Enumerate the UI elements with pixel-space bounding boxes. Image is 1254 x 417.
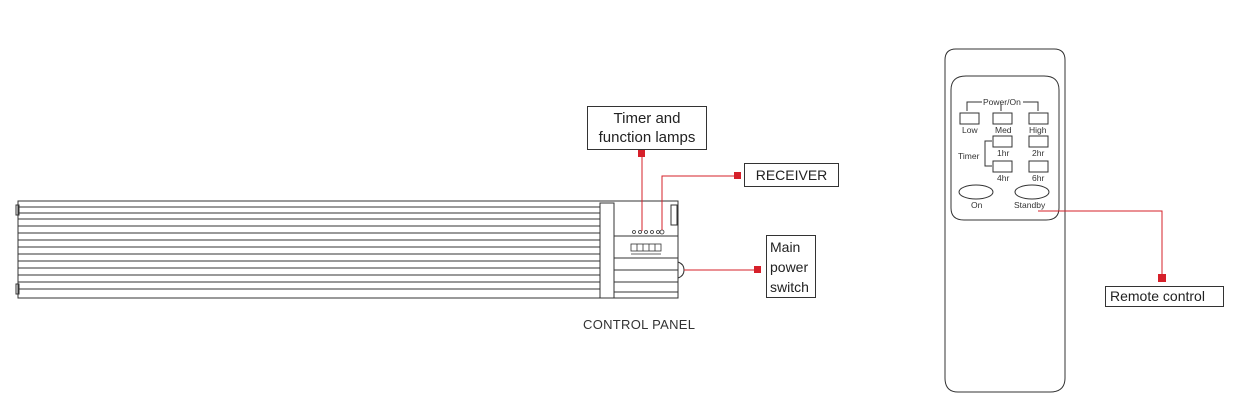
lamp-row — [632, 229, 665, 235]
standby-label: Standby — [1014, 200, 1046, 210]
timer-marker — [638, 150, 645, 157]
main-power-switch-label: Main power switch — [766, 235, 816, 298]
low-label: Low — [962, 125, 978, 135]
receiver-label: RECEIVER — [744, 163, 839, 187]
timer-label: Timer — [958, 151, 980, 161]
on-button[interactable] — [958, 184, 994, 200]
power-on-group-label: Power/On — [983, 97, 1021, 107]
heater-band — [599, 202, 615, 299]
timer-1hr-label: 1hr — [997, 148, 1010, 158]
timer-lamps-label-line1: Timer and — [613, 110, 681, 127]
power-marker — [754, 266, 761, 273]
low-button[interactable] — [959, 112, 980, 125]
leader-lines — [641, 153, 757, 271]
remote-panel — [950, 75, 1060, 221]
on-label: On — [971, 200, 983, 210]
timer-2hr-button[interactable] — [1028, 135, 1049, 148]
med-label: Med — [995, 125, 1012, 135]
power-switch-shape — [677, 261, 685, 279]
heater-body — [15, 200, 685, 299]
remote-leader — [1038, 210, 1163, 276]
timer-6hr-button[interactable] — [1028, 160, 1049, 173]
timer-4hr-button[interactable] — [992, 160, 1013, 173]
receiver-leader — [661, 175, 736, 230]
timer-lamps-label: Timer and function lamps — [587, 106, 707, 150]
standby-button[interactable] — [1014, 184, 1050, 200]
main-power-label-line2: power — [770, 259, 809, 275]
timer-lamps-label-line2: function lamps — [598, 129, 696, 146]
timer-1hr-button[interactable] — [992, 135, 1013, 148]
remote-control-label: Remote control — [1105, 286, 1224, 307]
timer-2hr-label: 2hr — [1032, 148, 1045, 158]
timer-4hr-label: 4hr — [997, 173, 1010, 183]
med-button[interactable] — [992, 112, 1013, 125]
timer-6hr-label: 6hr — [1032, 173, 1045, 183]
heater-outline — [17, 200, 679, 299]
high-label: High — [1029, 125, 1047, 135]
receiver-eye — [659, 229, 665, 235]
main-power-label-line1: Main — [770, 239, 801, 255]
remote-body — [944, 48, 1066, 393]
control-panel-caption: CONTROL PANEL — [583, 317, 696, 332]
high-button[interactable] — [1028, 112, 1049, 125]
receiver-marker — [734, 172, 741, 179]
main-power-label-line3: switch — [770, 279, 809, 295]
control-display-icon — [630, 243, 662, 255]
remote-marker — [1158, 274, 1166, 282]
